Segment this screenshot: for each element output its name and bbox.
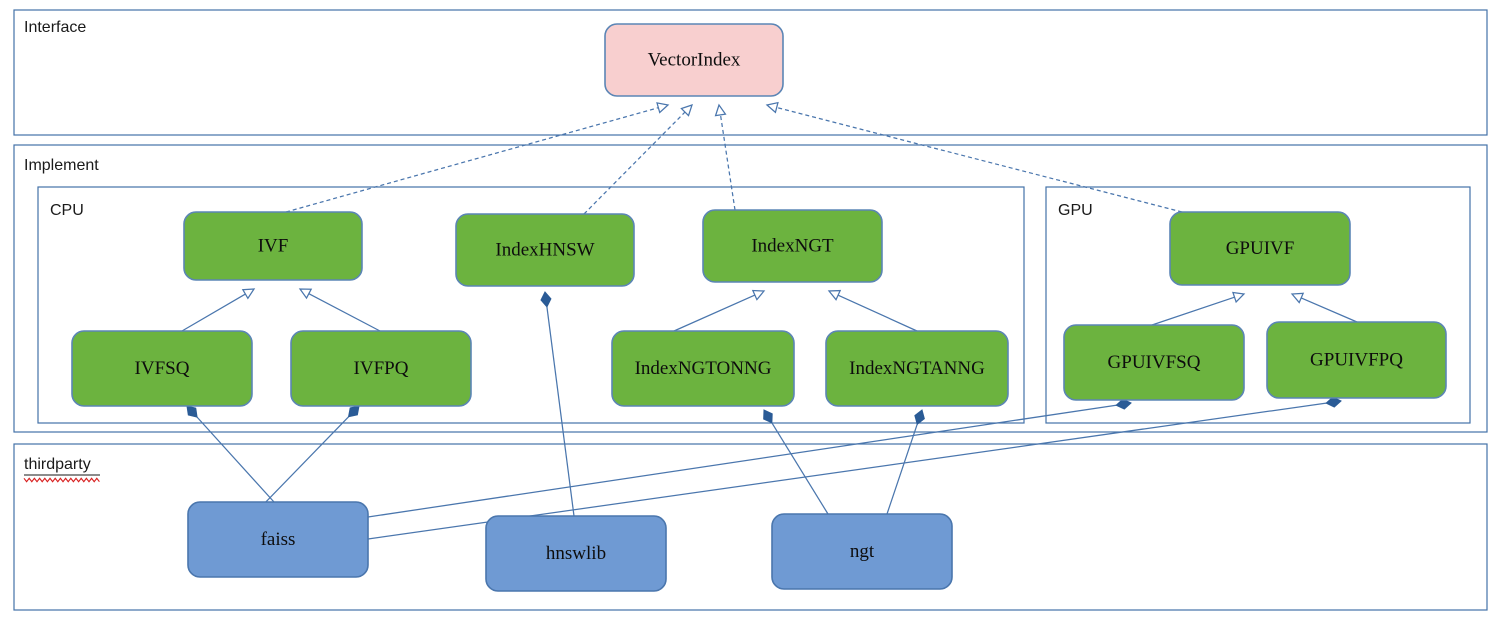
edge-gpuivf-vectorindex (765, 101, 1183, 213)
node-ivfsq[interactable]: IVFSQ (71, 330, 253, 407)
spellcheck-underline-thirdparty (23, 477, 100, 483)
node-box-faiss[interactable] (187, 501, 369, 578)
group-label-gpu: GPU (1058, 202, 1093, 219)
node-vectorindex[interactable]: VectorIndex (604, 23, 784, 97)
edge-line-ngt-ngtanng (886, 424, 918, 515)
node-gpuivf[interactable]: GPUIVF (1169, 211, 1351, 286)
edge-line-faiss-ivfpq (258, 416, 349, 510)
node-ivfpq[interactable]: IVFPQ (290, 330, 472, 407)
edges-layer (181, 101, 1358, 540)
group-label-thirdparty: thirdparty (24, 456, 91, 473)
inheritance-arrowhead-icon-indexhnsw-vectorindex (680, 104, 693, 117)
composition-diamond-icon-ngt-ngtonng (763, 409, 773, 424)
edge-line-ngtonng-indexngt (673, 294, 756, 332)
node-hnswlib[interactable]: hnswlib (485, 515, 667, 592)
inheritance-arrowhead-icon-ivfsq-ivf (241, 288, 256, 300)
node-label-vectorindex: VectorIndex (648, 49, 741, 70)
node-gpuivfsq[interactable]: GPUIVFSQ (1063, 324, 1245, 401)
node-gpuivfpq[interactable]: GPUIVFPQ (1266, 321, 1447, 399)
node-faiss[interactable]: faiss (187, 501, 369, 578)
node-label-indexhnsw: IndexHNSW (495, 239, 594, 260)
node-box-gpuivfpq[interactable] (1266, 321, 1447, 399)
node-label-ivfpq: IVFPQ (354, 358, 409, 379)
edge-line-faiss-gpuivfsq (367, 404, 1117, 518)
edge-faiss-ivfpq (258, 405, 360, 510)
inheritance-arrowhead-icon-gpuivfsq-gpuivf (1232, 291, 1246, 304)
edge-ngtanng-indexngt (827, 289, 918, 332)
node-box-indexngtonng[interactable] (611, 330, 795, 407)
node-label-indexngt: IndexNGT (751, 235, 834, 256)
node-box-ivf[interactable] (183, 211, 363, 281)
node-indexngt[interactable]: IndexNGT (702, 209, 883, 283)
inheritance-arrowhead-icon-gpuivfpq-gpuivf (1290, 292, 1305, 304)
edge-line-faiss-ivfsq (196, 416, 275, 503)
node-box-indexngt[interactable] (702, 209, 883, 283)
inheritance-arrowhead-icon-ivfpq-ivf (298, 288, 313, 300)
edge-line-gpuivfpq-gpuivf (1300, 297, 1358, 323)
node-box-gpuivf[interactable] (1169, 211, 1351, 286)
node-box-indexngtanng[interactable] (825, 330, 1009, 407)
edge-ivfsq-ivf (181, 288, 256, 332)
node-indexhnsw[interactable]: IndexHNSW (455, 213, 635, 287)
edge-line-ngt-ngtonng (771, 422, 829, 515)
node-label-ivfsq: IVFSQ (135, 358, 190, 379)
node-box-indexhnsw[interactable] (455, 213, 635, 287)
node-label-ivf: IVF (258, 235, 289, 256)
node-label-gpuivfpq: GPUIVFPQ (1310, 349, 1403, 370)
node-box-vectorindex[interactable] (604, 23, 784, 97)
edge-hnswlib-indexhnsw (540, 291, 575, 517)
node-label-hnswlib: hnswlib (546, 543, 606, 564)
edge-indexhnsw-vectorindex (583, 104, 693, 215)
node-label-faiss: faiss (261, 529, 296, 550)
edge-line-ivf-vectorindex (285, 107, 659, 213)
edge-ivf-vectorindex (285, 102, 670, 213)
node-label-indexngtanng: IndexNGTANNG (849, 358, 985, 379)
group-label-implement: Implement (24, 157, 99, 174)
edge-line-ngtanng-indexngt (837, 294, 918, 332)
edge-ngtonng-indexngt (673, 289, 766, 332)
node-label-ngt: ngt (850, 541, 875, 562)
edge-indexngt-vectorindex (714, 103, 736, 211)
inheritance-arrowhead-icon-indexngt-vectorindex (714, 103, 727, 117)
edge-line-indexhnsw-vectorindex (583, 111, 686, 215)
edge-line-hnswlib-indexhnsw (546, 306, 575, 517)
node-box-hnswlib[interactable] (485, 515, 667, 592)
node-box-ngt[interactable] (771, 513, 953, 590)
group-label-interface: Interface (24, 19, 86, 36)
edge-line-gpuivfsq-gpuivf (1151, 296, 1235, 326)
inheritance-arrowhead-icon-ngtanng-indexngt (827, 289, 842, 301)
composition-diamond-icon-ngt-ngtanng (914, 409, 925, 426)
inheritance-arrowhead-icon-ngtonng-indexngt (751, 289, 766, 301)
composition-diamond-icon-faiss-ivfsq (186, 405, 198, 418)
node-indexngtanng[interactable]: IndexNGTANNG (825, 330, 1009, 407)
composition-diamond-icon-faiss-ivfpq (347, 405, 360, 418)
edge-gpuivfsq-gpuivf (1151, 291, 1246, 326)
inheritance-arrowhead-icon-gpuivf-vectorindex (765, 101, 779, 114)
edge-line-ivfpq-ivf (308, 293, 381, 332)
edge-line-indexngt-vectorindex (719, 114, 736, 211)
node-box-ivfpq[interactable] (290, 330, 472, 407)
node-ngt[interactable]: ngt (771, 513, 953, 590)
composition-diamond-icon-hnswlib-indexhnsw (540, 291, 552, 308)
inheritance-arrowhead-icon-ivf-vectorindex (656, 102, 670, 114)
edge-gpuivfpq-gpuivf (1290, 292, 1358, 323)
node-label-gpuivfsq: GPUIVFSQ (1108, 352, 1201, 373)
edge-line-ivfsq-ivf (181, 293, 246, 332)
edge-ngt-ngtanng (886, 409, 925, 515)
edge-faiss-ivfsq (186, 405, 275, 503)
node-indexngtonng[interactable]: IndexNGTONNG (611, 330, 795, 407)
group-label-cpu: CPU (50, 202, 84, 219)
node-box-ivfsq[interactable] (71, 330, 253, 407)
node-box-gpuivfsq[interactable] (1063, 324, 1245, 401)
node-ivf[interactable]: IVF (183, 211, 363, 281)
node-label-indexngtonng: IndexNGTONNG (635, 358, 772, 379)
edge-ivfpq-ivf (298, 288, 381, 332)
node-label-gpuivf: GPUIVF (1226, 238, 1295, 259)
edge-ngt-ngtonng (763, 409, 829, 515)
